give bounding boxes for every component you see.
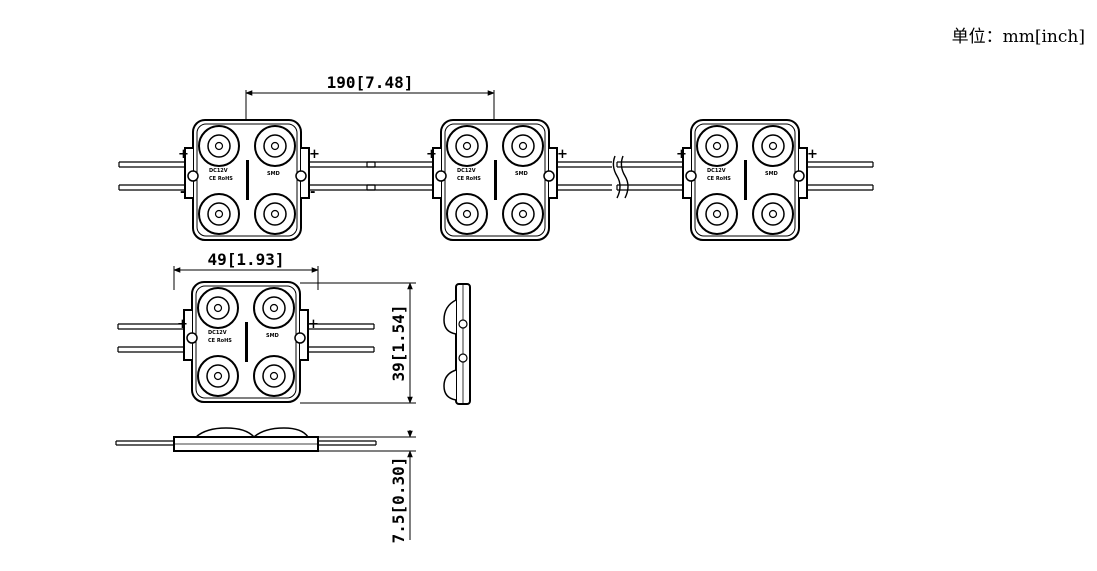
height-dimension-label: 39[1.54] bbox=[389, 304, 408, 381]
module-detail-plus-left: + bbox=[177, 317, 188, 332]
units-label: 单位：mm[inch] bbox=[952, 27, 1085, 47]
module-3-voltage: DC12V bbox=[707, 168, 726, 174]
module-1-plus-left: + bbox=[178, 147, 189, 162]
module-detail-voltage: DC12V bbox=[208, 330, 227, 336]
module-2-plus-right: + bbox=[557, 147, 568, 162]
module-3-cert: CE RoHS bbox=[707, 176, 731, 182]
module-end-view bbox=[443, 283, 471, 405]
module-2-brand: SMD bbox=[515, 171, 528, 177]
module-detail-plus-right: + bbox=[308, 317, 319, 332]
module-detail-cert: CE RoHS bbox=[208, 338, 232, 344]
wire-break-mark bbox=[612, 155, 629, 199]
pitch-dimension-label: 190[7.48] bbox=[327, 73, 414, 92]
module-3-brand: SMD bbox=[765, 171, 778, 177]
module-2-cert: CE RoHS bbox=[457, 176, 481, 182]
module-1: DC12V CE RoHS SMD + + - - bbox=[118, 119, 376, 241]
module-1-voltage: DC12V bbox=[209, 168, 228, 174]
module-3: DC12V CE RoHS SMD + + bbox=[616, 119, 874, 241]
thickness-dimension bbox=[306, 430, 416, 540]
pitch-dimension bbox=[245, 90, 495, 120]
module-detail-top: DC12V CE RoHS SMD + + bbox=[117, 281, 375, 403]
thickness-dimension-label: 7.5[0.30] bbox=[389, 457, 408, 544]
module-3-plus-right: + bbox=[807, 147, 818, 162]
module-2-voltage: DC12V bbox=[457, 168, 476, 174]
width-dimension bbox=[173, 266, 319, 290]
module-1-cert: CE RoHS bbox=[209, 176, 233, 182]
width-dimension-label: 49[1.93] bbox=[207, 250, 284, 269]
module-2: DC12V CE RoHS SMD + + bbox=[366, 119, 624, 241]
module-detail-brand: SMD bbox=[266, 333, 279, 339]
module-1-plus-right: + bbox=[309, 147, 320, 162]
module-1-brand: SMD bbox=[267, 171, 280, 177]
module-2-plus-left: + bbox=[426, 147, 437, 162]
height-dimension bbox=[300, 282, 416, 404]
module-side-view bbox=[115, 427, 377, 452]
module-3-plus-left: + bbox=[676, 147, 687, 162]
module-1-minus-left: - bbox=[180, 185, 185, 200]
module-1-minus-right: - bbox=[310, 185, 315, 200]
